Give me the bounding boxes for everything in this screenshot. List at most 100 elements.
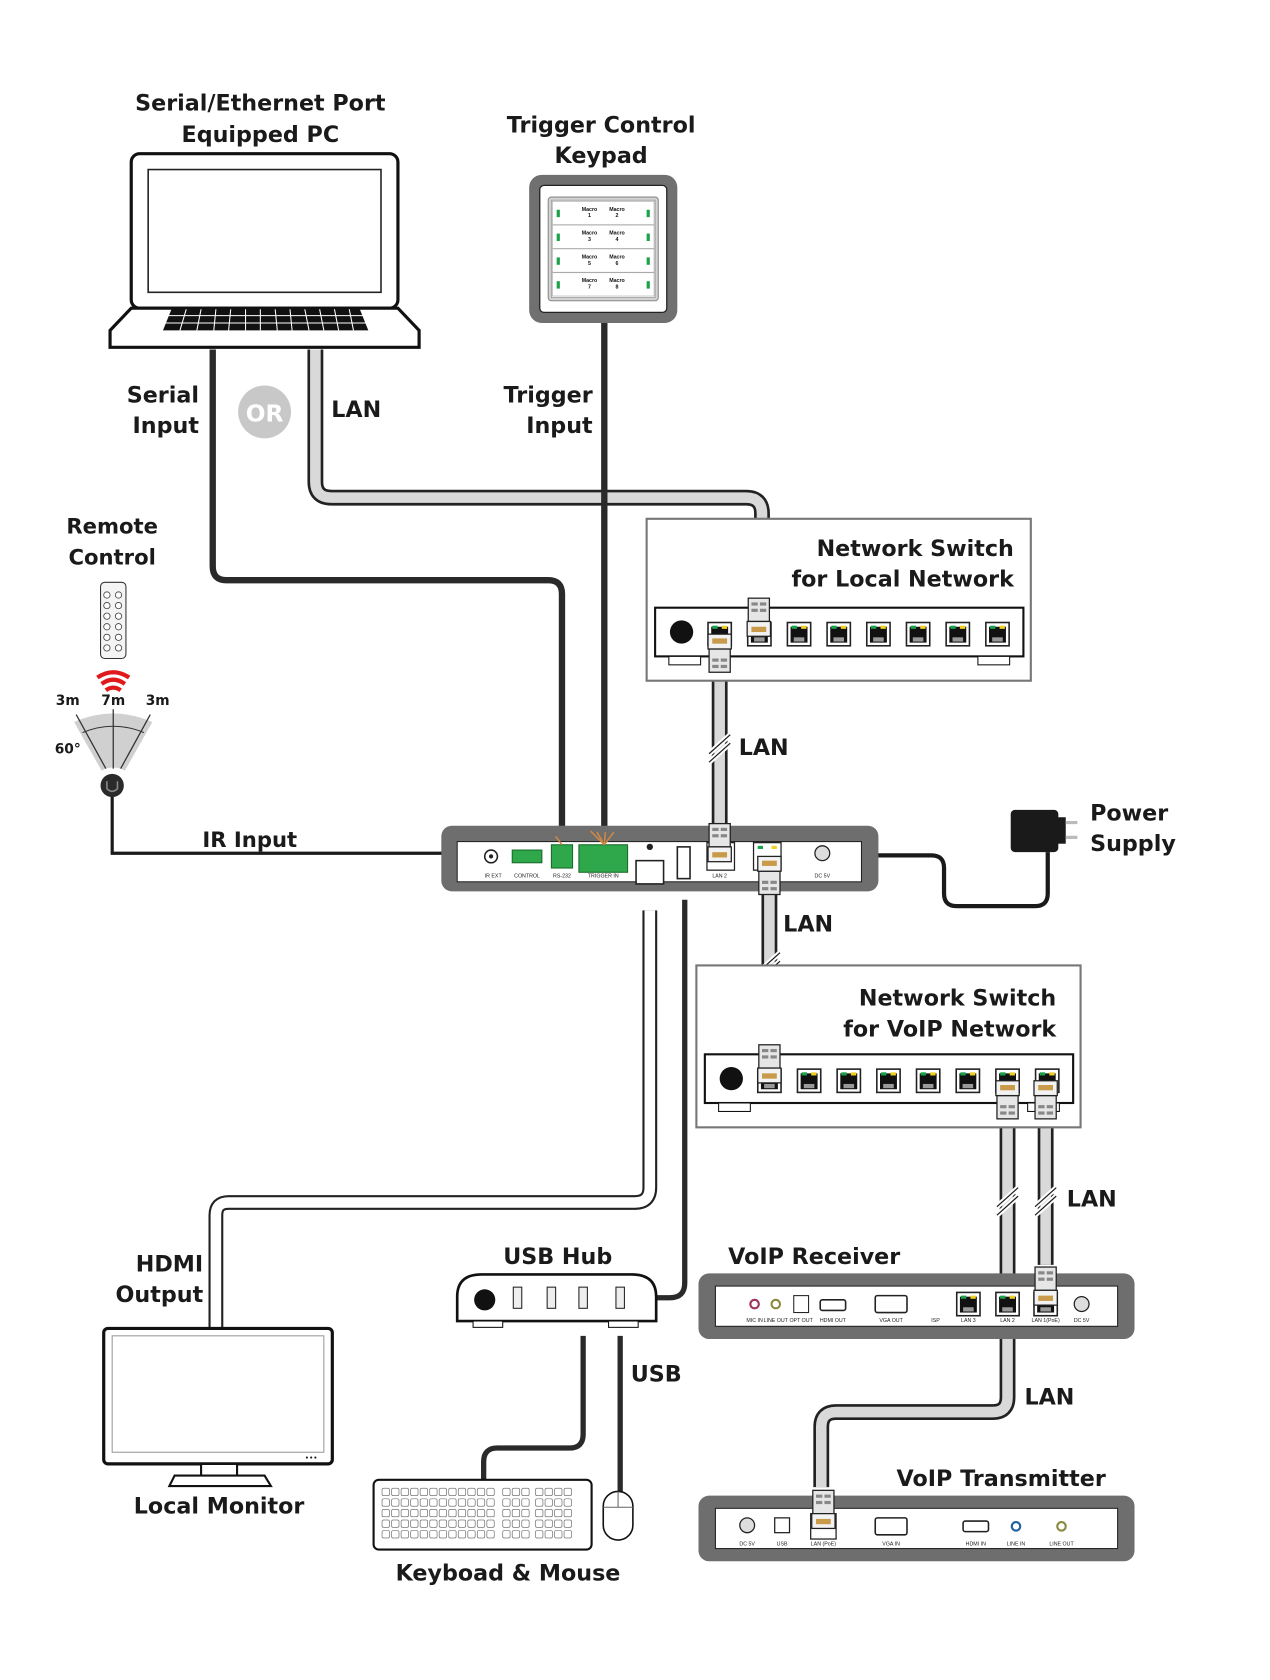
lan-cable-voip-switch-to-transmitter bbox=[813, 1122, 1020, 1488]
keyboard-key bbox=[476, 1530, 486, 1539]
remote-button bbox=[103, 633, 111, 641]
keyboard-key bbox=[419, 1487, 428, 1497]
keypad-button-label: Macro bbox=[582, 254, 598, 260]
keyboard-key bbox=[391, 1519, 400, 1528]
port-label: CONTROL bbox=[514, 874, 540, 880]
keyboard-key bbox=[476, 1519, 486, 1528]
port-label: USB bbox=[777, 1541, 788, 1547]
remote-button bbox=[103, 623, 111, 631]
hdmi-output-label-line1: HDMI bbox=[136, 1251, 203, 1277]
keypad-label-line2: Keypad bbox=[555, 143, 648, 169]
keyboard-key bbox=[448, 1519, 457, 1528]
keyboard-key bbox=[391, 1487, 400, 1497]
keyboard-key bbox=[467, 1487, 476, 1497]
port-label: MIC IN bbox=[746, 1318, 763, 1324]
keyboard-key bbox=[410, 1530, 419, 1539]
keyboard-key bbox=[467, 1498, 476, 1507]
keyboard-key bbox=[400, 1530, 409, 1539]
keyboard-key bbox=[400, 1487, 409, 1497]
voip-transmitter-label: VoIP Transmitter bbox=[897, 1466, 1106, 1492]
port-label: LINE IN bbox=[1007, 1541, 1026, 1547]
trigger-input-label-line2: Input bbox=[526, 413, 593, 439]
keyboard-key bbox=[502, 1509, 511, 1518]
keyboard-key bbox=[438, 1487, 447, 1497]
port-label: LAN 2 bbox=[1000, 1318, 1015, 1324]
keyboard-key bbox=[400, 1498, 409, 1507]
keyboard-key bbox=[410, 1509, 419, 1518]
monitor-icon bbox=[102, 1326, 334, 1488]
keyboard-key bbox=[429, 1519, 438, 1528]
keypad-button-label: Macro bbox=[609, 278, 625, 284]
power-label-line1: Power bbox=[1090, 800, 1168, 826]
keyboard-key bbox=[391, 1509, 400, 1518]
keyboard-key bbox=[391, 1498, 400, 1507]
keyboard-key bbox=[535, 1509, 544, 1518]
switch-port bbox=[796, 1068, 822, 1094]
keyboard-key bbox=[438, 1498, 447, 1507]
switch-local-label-line2: for Local Network bbox=[792, 567, 1016, 593]
switch-port bbox=[826, 621, 852, 647]
keyboard-key bbox=[457, 1487, 467, 1497]
usb-cable-keyboard bbox=[481, 1335, 586, 1480]
range-left-label: 3m bbox=[56, 693, 80, 709]
ir-input-label: IR Input bbox=[202, 827, 297, 852]
keyboard-key bbox=[486, 1487, 495, 1497]
hdmi-cable bbox=[208, 910, 658, 1329]
keyboard-key bbox=[429, 1498, 438, 1507]
keyboard-key bbox=[535, 1530, 544, 1539]
keyboard-key bbox=[554, 1530, 563, 1539]
keyboard-key bbox=[502, 1487, 511, 1497]
keypad-button-number: 5 bbox=[588, 261, 591, 267]
switch-voip-label-line1: Network Switch bbox=[859, 986, 1056, 1012]
port-label: DC 5V bbox=[815, 874, 831, 880]
lan-cable-voip-switch-to-receiver bbox=[1033, 1122, 1058, 1265]
keyboard-key bbox=[400, 1519, 409, 1528]
keypad-button-number: 7 bbox=[588, 285, 591, 291]
port-label: LAN (PoE) bbox=[811, 1541, 836, 1547]
remote-button bbox=[114, 633, 123, 641]
keyboard-key bbox=[535, 1519, 544, 1528]
keyboard-key bbox=[544, 1487, 553, 1497]
port-label: IR EXT bbox=[485, 874, 503, 880]
keyboard-key bbox=[429, 1487, 438, 1497]
remote-button bbox=[103, 612, 111, 620]
keyboard-key bbox=[486, 1498, 495, 1507]
keyboard-key bbox=[448, 1498, 457, 1507]
keyboard-key bbox=[486, 1509, 495, 1518]
keypad-button-label: Macro bbox=[582, 278, 598, 284]
keyboard-key bbox=[511, 1519, 521, 1528]
keyboard-key bbox=[544, 1519, 553, 1528]
keyboard-key bbox=[554, 1519, 563, 1528]
range-right-label: 3m bbox=[146, 693, 170, 709]
keyboard-key bbox=[410, 1487, 419, 1497]
keyboard-key bbox=[448, 1530, 457, 1539]
usb-hub-icon bbox=[455, 1273, 658, 1328]
laptop-icon bbox=[108, 152, 421, 349]
keyboard-key bbox=[544, 1509, 553, 1518]
usb-label: USB bbox=[631, 1361, 682, 1387]
receiver-lan-port bbox=[955, 1291, 981, 1317]
switch-port bbox=[836, 1068, 862, 1094]
network-switch-voip: Network Switch for VoIP Network bbox=[695, 964, 1082, 1129]
pc-label-line2: Equipped PC bbox=[182, 122, 340, 148]
remote-button bbox=[114, 591, 123, 599]
keyboard-key bbox=[438, 1509, 447, 1518]
keyboard-key bbox=[381, 1498, 390, 1507]
mouse-icon bbox=[602, 1490, 634, 1541]
keyboard-key bbox=[429, 1509, 438, 1518]
ir-range-fan bbox=[74, 709, 153, 771]
port-label: VGA IN bbox=[882, 1541, 900, 1547]
keypad-button-label: Macro bbox=[582, 207, 598, 213]
local-monitor-label: Local Monitor bbox=[134, 1494, 305, 1520]
